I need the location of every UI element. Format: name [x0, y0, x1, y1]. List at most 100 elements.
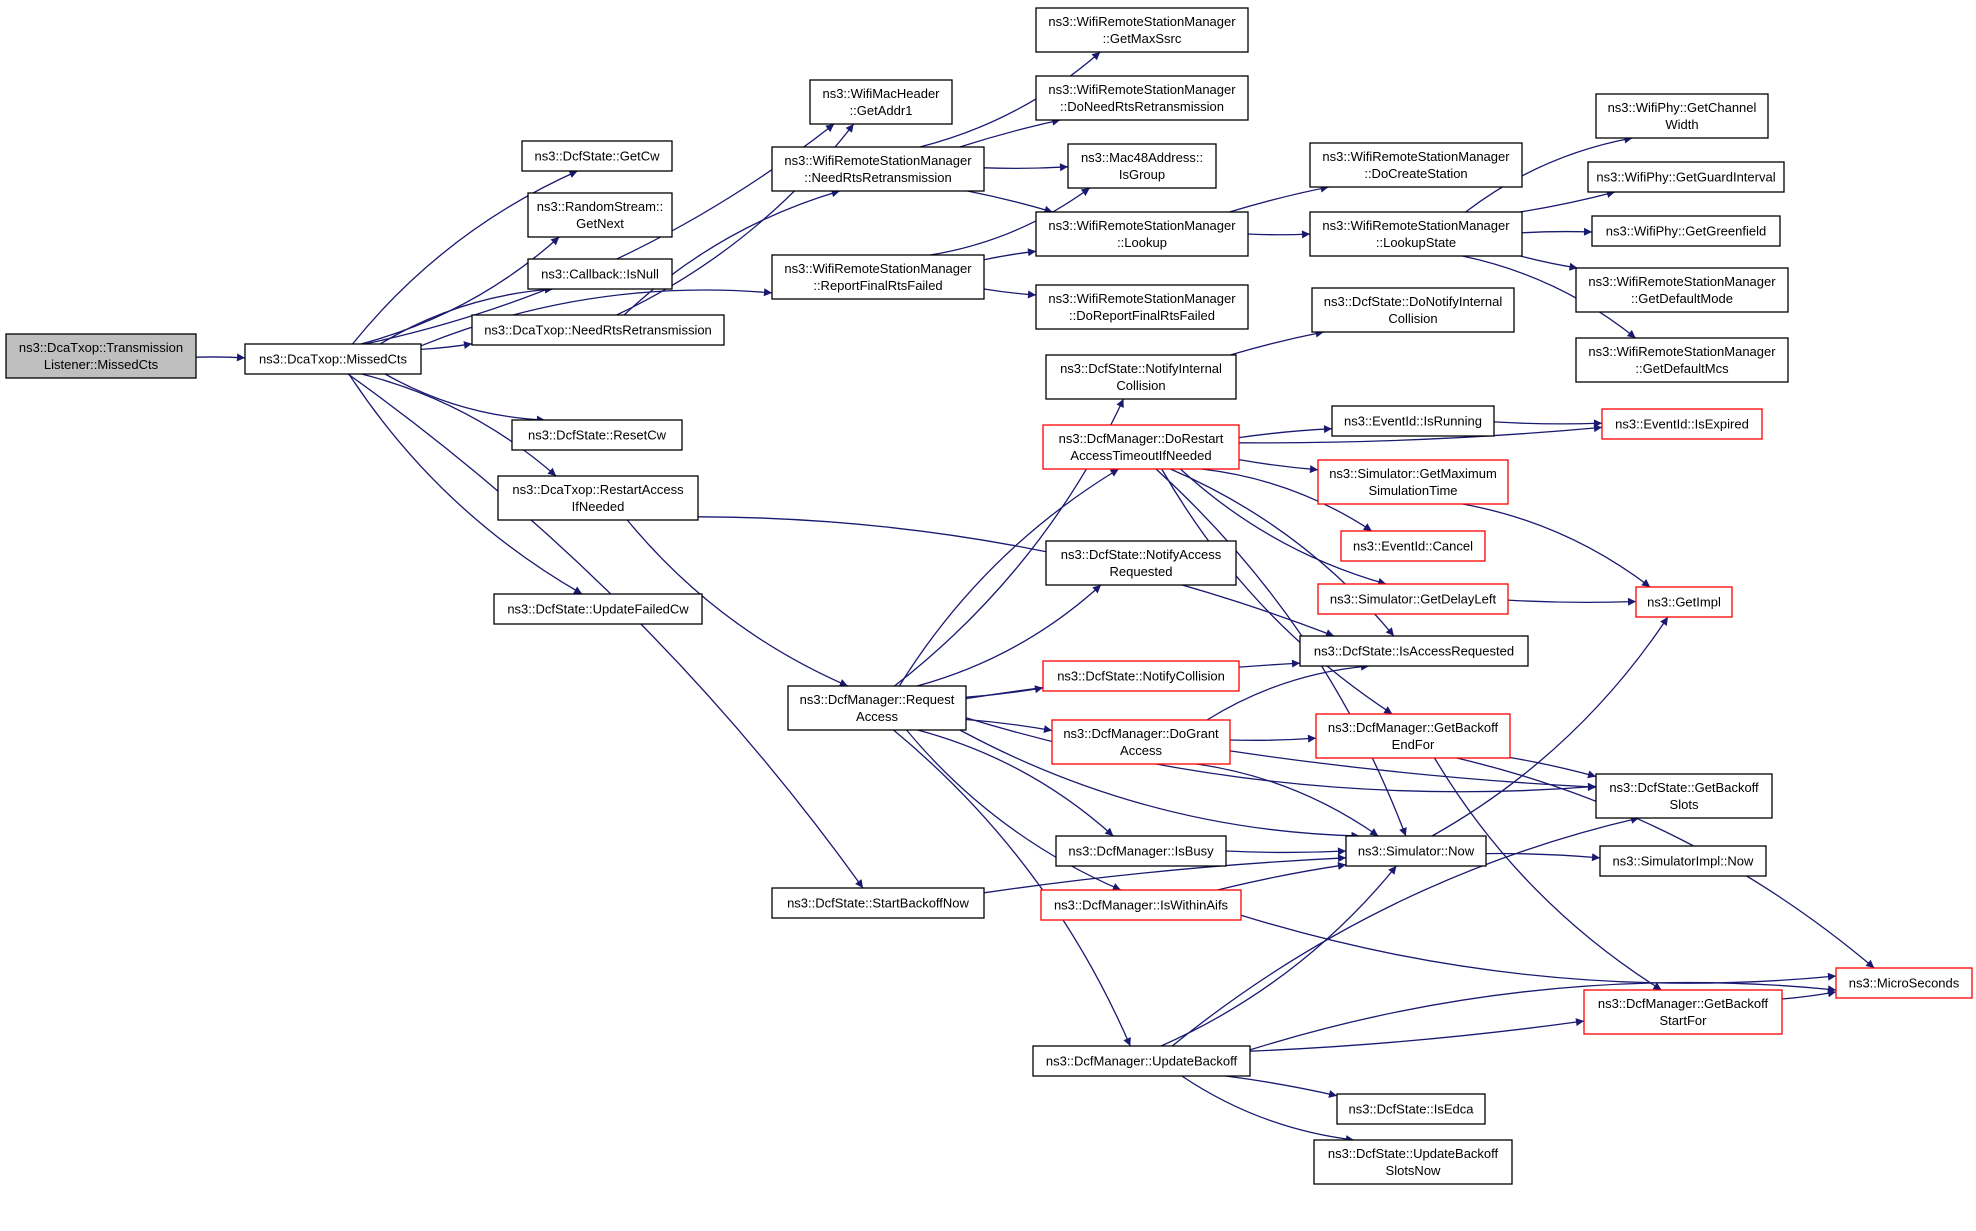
node-n30[interactable]: ns3::EventId::IsRunning [1331, 405, 1495, 437]
node-label: ns3::WifiPhy::GetGreenfield [1606, 224, 1766, 239]
node-box [1317, 583, 1509, 615]
node-n34[interactable]: ns3::DcfState::IsAccessRequested [1299, 635, 1529, 667]
node-n33[interactable]: ns3::Simulator::GetDelayLeft [1317, 583, 1509, 615]
node-n44[interactable]: ns3::EventId::IsExpired [1601, 408, 1763, 440]
node-n7[interactable]: ns3::DcfState::ResetCw [511, 419, 683, 451]
node-label: IfNeeded [572, 499, 625, 514]
node-label: ::GetAddr1 [850, 103, 913, 118]
node-label: Access [856, 709, 898, 724]
node-label: ::DoCreateStation [1364, 166, 1467, 181]
node-box [809, 79, 953, 125]
node-n3[interactable]: ns3::DcfState::GetCw [521, 140, 673, 172]
node-n1[interactable]: ns3::DcaTxop::MissedCts [244, 343, 422, 375]
node-box [1035, 7, 1249, 53]
node-label: Listener::MissedCts [44, 357, 159, 372]
node-label: ::DoReportFinalRtsFailed [1069, 308, 1215, 323]
call-edge-n23-n35 [1229, 734, 1317, 743]
node-n14[interactable]: ns3::WifiRemoteStationManager::GetMaxSsr… [1035, 7, 1249, 53]
node-n22[interactable]: ns3::DcfState::NotifyCollision [1042, 660, 1240, 692]
node-label: ns3::DcfManager::Request [800, 692, 955, 707]
node-box [1035, 75, 1249, 121]
call-edge-n1-n8 [361, 373, 557, 477]
node-n42[interactable]: ns3::WifiRemoteStationManager::GetDefaul… [1575, 267, 1789, 313]
node-n24[interactable]: ns3::DcfManager::IsBusy [1055, 835, 1227, 867]
call-edge-n48-n49 [1781, 989, 1837, 1000]
node-label: ::ReportFinalRtsFailed [813, 278, 942, 293]
call-edge-n1-n12 [420, 288, 773, 347]
node-label: ns3::WifiRemoteStationManager [1048, 218, 1236, 233]
call-edge-n20-n35 [1161, 468, 1393, 715]
node-n9[interactable]: ns3::DcfState::UpdateFailedCw [493, 593, 703, 625]
call-edge-n12-n17 [983, 248, 1037, 261]
call-edge-n23-n34 [1206, 662, 1370, 721]
node-n16[interactable]: ns3::Mac48Address::IsGroup [1067, 143, 1217, 189]
node-n5[interactable]: ns3::Callback::IsNull [527, 258, 673, 290]
node-label: ns3::WifiPhy::GetGuardInterval [1596, 170, 1775, 185]
node-n49[interactable]: ns3::MicroSeconds [1835, 967, 1973, 999]
node-box [1032, 1045, 1251, 1077]
node-n10[interactable]: ns3::DcfState::StartBackoffNow [771, 887, 985, 919]
call-edge-n13-n26 [893, 729, 1131, 1047]
node-n12[interactable]: ns3::WifiRemoteStationManager::ReportFin… [771, 254, 985, 300]
node-box [1331, 405, 1495, 437]
node-label: ns3::DcfState::NotifyInternal [1060, 361, 1222, 376]
node-label: ns3::WifiPhy::GetChannel [1608, 100, 1757, 115]
call-edge-n1-n10 [347, 373, 864, 889]
call-edge-n6-n11 [623, 189, 840, 316]
node-n28[interactable]: ns3::WifiRemoteStationManager::LookupSta… [1309, 211, 1523, 257]
node-n27[interactable]: ns3::WifiRemoteStationManager::DoCreateS… [1309, 142, 1523, 188]
node-n26[interactable]: ns3::DcfManager::UpdateBackoff [1032, 1045, 1251, 1077]
node-label: ns3::WifiRemoteStationManager [1048, 82, 1236, 97]
node-label: ns3::WifiRemoteStationManager [784, 153, 972, 168]
node-label: StartFor [1660, 1013, 1708, 1028]
call-edge-n11-n15 [959, 117, 1061, 148]
node-box [1635, 586, 1733, 618]
node-n18[interactable]: ns3::WifiRemoteStationManager::DoReportF… [1035, 284, 1249, 330]
node-n45[interactable]: ns3::GetImpl [1635, 586, 1733, 618]
call-edge-n13-n20 [898, 468, 1120, 687]
call-edge-n10-n36 [983, 854, 1347, 894]
node-label: ns3::DcfState::NotifyCollision [1057, 669, 1225, 684]
node-n41[interactable]: ns3::WifiPhy::GetGreenfield [1591, 215, 1781, 247]
node-n40[interactable]: ns3::WifiPhy::GetGuardInterval [1587, 161, 1785, 193]
node-n4[interactable]: ns3::RandomStream::GetNext [527, 192, 673, 238]
node-label: ns3::WifiRemoteStationManager [1048, 291, 1236, 306]
node-label: ns3::DcfState::NotifyAccess [1061, 547, 1222, 562]
node-n47[interactable]: ns3::SimulatorImpl::Now [1599, 845, 1767, 877]
node-n25[interactable]: ns3::DcfManager::IsWithinAifs [1040, 889, 1242, 921]
node-n6[interactable]: ns3::DcaTxop::NeedRtsRetransmission [471, 314, 725, 346]
call-edge-n20-n30 [1238, 425, 1333, 439]
node-label: Requested [1110, 564, 1173, 579]
node-label: ns3::MicroSeconds [1849, 976, 1960, 991]
node-n43[interactable]: ns3::WifiRemoteStationManager::GetDefaul… [1575, 337, 1789, 383]
node-n0[interactable]: ns3::DcaTxop::TransmissionListener::Miss… [5, 333, 197, 379]
call-edge-n25-n36 [1217, 861, 1347, 891]
node-label: ns3::WifiRemoteStationManager [1588, 274, 1776, 289]
node-label: Collision [1116, 378, 1165, 393]
node-box [1315, 713, 1511, 759]
node-n37[interactable]: ns3::DcfState::IsEdca [1336, 1093, 1486, 1125]
node-n11[interactable]: ns3::WifiRemoteStationManager::NeedRtsRe… [771, 146, 985, 192]
node-n17[interactable]: ns3::WifiRemoteStationManager::Lookup [1035, 211, 1249, 257]
node-box [1309, 211, 1523, 257]
node-n20[interactable]: ns3::DcfManager::DoRestartAccessTimeoutI… [1042, 424, 1240, 470]
node-n36[interactable]: ns3::Simulator::Now [1345, 835, 1487, 867]
node-n32[interactable]: ns3::EventId::Cancel [1340, 530, 1486, 562]
node-label: ns3::EventId::IsExpired [1615, 417, 1749, 432]
node-label: ns3::Simulator::Now [1358, 844, 1475, 859]
node-n15[interactable]: ns3::WifiRemoteStationManager::DoNeedRts… [1035, 75, 1249, 121]
node-label: GetNext [576, 216, 624, 231]
node-n2[interactable]: ns3::WifiMacHeader::GetAddr1 [809, 79, 953, 125]
